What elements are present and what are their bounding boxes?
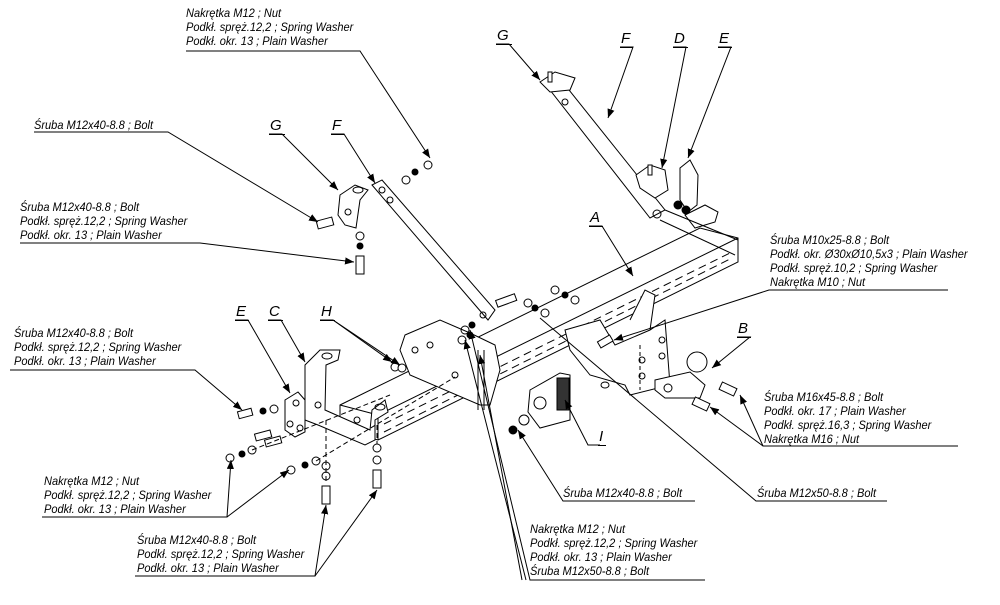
center-bracket (564, 289, 671, 396)
callout-bolt-m16-group: Śruba M16x45-8.8 ; Bolt Podkł. okr. 17 ;… (764, 390, 931, 446)
part-label-f-right: F (620, 31, 634, 48)
arm-f-right (549, 84, 666, 219)
callout-line: Podkł. spręż.10,2 ; Spring Washer (770, 261, 938, 275)
part-label-h: H (320, 304, 335, 321)
callout-line: Nakrętka M16 ; Nut (764, 432, 860, 446)
callout-line: Podkł. spręż.12,2 ; Spring Washer (20, 214, 188, 228)
part-label-e-left: E (235, 304, 250, 321)
callout-top-nut-group: Nakrętka M12 ; Nut Podkł. spręż.12,2 ; S… (186, 6, 353, 48)
callout-line: Śruba M12x50-8.8 ; Bolt (530, 564, 650, 578)
callout-line: Śruba M16x45-8.8 ; Bolt (764, 390, 884, 404)
part-label-b: B (737, 321, 752, 338)
callout-line: Nakrętka M12 ; Nut (186, 6, 282, 20)
callout-line: Nakrętka M12 ; Nut (44, 474, 140, 488)
part-label-c: C (268, 304, 283, 321)
bracket-e-right (659, 159, 739, 256)
bracket-g-left (315, 160, 433, 275)
bracket-g-right (539, 71, 576, 93)
callout-bolt-m10-group: Śruba M10x25-8.8 ; Bolt Podkł. okr. Ø30x… (770, 233, 968, 289)
parts (225, 71, 739, 505)
callout-line: Śruba M12x40-8.8 ; Bolt (20, 200, 140, 214)
callout-bolt-m12x50-right: Śruba M12x50-8.8 ; Bolt (757, 486, 876, 500)
callout-bolt-socket: Śruba M12x40-8.8 ; Bolt (563, 486, 682, 500)
callout-line: Podkł. spręż.16,3 ; Spring Washer (764, 418, 932, 432)
callout-line: Podkł. spręż.12,2 ; Spring Washer (14, 340, 182, 354)
callout-line: Śruba M12x40-8.8 ; Bolt (34, 118, 154, 132)
callout-line: Podkł. okr. 13 ; Plain Washer (44, 502, 186, 516)
part-label-g-left: G (269, 118, 285, 135)
callout-line: Śruba M12x40-8.8 ; Bolt (563, 486, 683, 500)
arm-f-left (371, 179, 496, 321)
part-label-e-right: E (718, 31, 733, 48)
left-fasteners (225, 376, 456, 505)
callout-line: Śruba M12x50-8.8 ; Bolt (757, 486, 877, 500)
callout-line: Podkł. spręż.12,2 ; Spring Washer (186, 20, 354, 34)
part-label-f-left: F (331, 118, 345, 135)
callout-bolt-e-left: Śruba M12x40-8.8 ; Bolt Podkł. spręż.12,… (14, 326, 181, 368)
callout-bolt-g-bottom: Śruba M12x40-8.8 ; Bolt Podkł. spręż.12,… (20, 200, 187, 242)
callout-bolt-c-bottom: Śruba M12x40-8.8 ; Bolt Podkł. spręż.12,… (137, 533, 304, 575)
callout-bottom-center-group: Nakrętka M12 ; Nut Podkł. spręż.12,2 ; S… (530, 522, 697, 578)
part-label-i: I (598, 429, 607, 446)
part-label-a: A (589, 210, 604, 227)
callout-line: Śruba M10x25-8.8 ; Bolt (770, 233, 890, 247)
callout-line: Nakrętka M12 ; Nut (530, 522, 626, 536)
callout-line: Podkł. spręż.12,2 ; Spring Washer (530, 536, 698, 550)
callout-line: Podkł. okr. 13 ; Plain Washer (137, 561, 279, 575)
tow-ball-b (654, 351, 738, 412)
callout-line: Podkł. okr. Ø30xØ10,5x3 ; Plain Washer (770, 247, 968, 261)
callout-line: Podkł. okr. 13 ; Plain Washer (14, 354, 156, 368)
callout-line: Podkł. okr. 13 ; Plain Washer (530, 550, 672, 564)
callout-bolt-g-left: Śruba M12x40-8.8 ; Bolt (34, 118, 153, 132)
callout-line: Śruba M12x40-8.8 ; Bolt (137, 533, 257, 547)
right-side-plate (399, 319, 501, 406)
bracket-d (635, 164, 669, 199)
callout-line: Nakrętka M10 ; Nut (770, 275, 866, 289)
callout-line: Śruba M12x40-8.8 ; Bolt (14, 326, 134, 340)
callout-line: Podkł. spręż.12,2 ; Spring Washer (44, 488, 212, 502)
callout-line: Podkł. spręż.12,2 ; Spring Washer (137, 547, 305, 561)
plate-e-left (284, 391, 306, 438)
callout-line: Podkł. okr. 17 ; Plain Washer (764, 404, 906, 418)
callout-line: Podkł. okr. 13 ; Plain Washer (186, 34, 328, 48)
socket-plate-i (508, 372, 571, 435)
callout-line: Podkł. okr. 13 ; Plain Washer (20, 228, 162, 242)
part-label-d: D (673, 31, 688, 48)
part-label-g-right: G (496, 28, 512, 45)
callout-nut-group-left: Nakrętka M12 ; Nut Podkł. spręż.12,2 ; S… (44, 474, 211, 516)
